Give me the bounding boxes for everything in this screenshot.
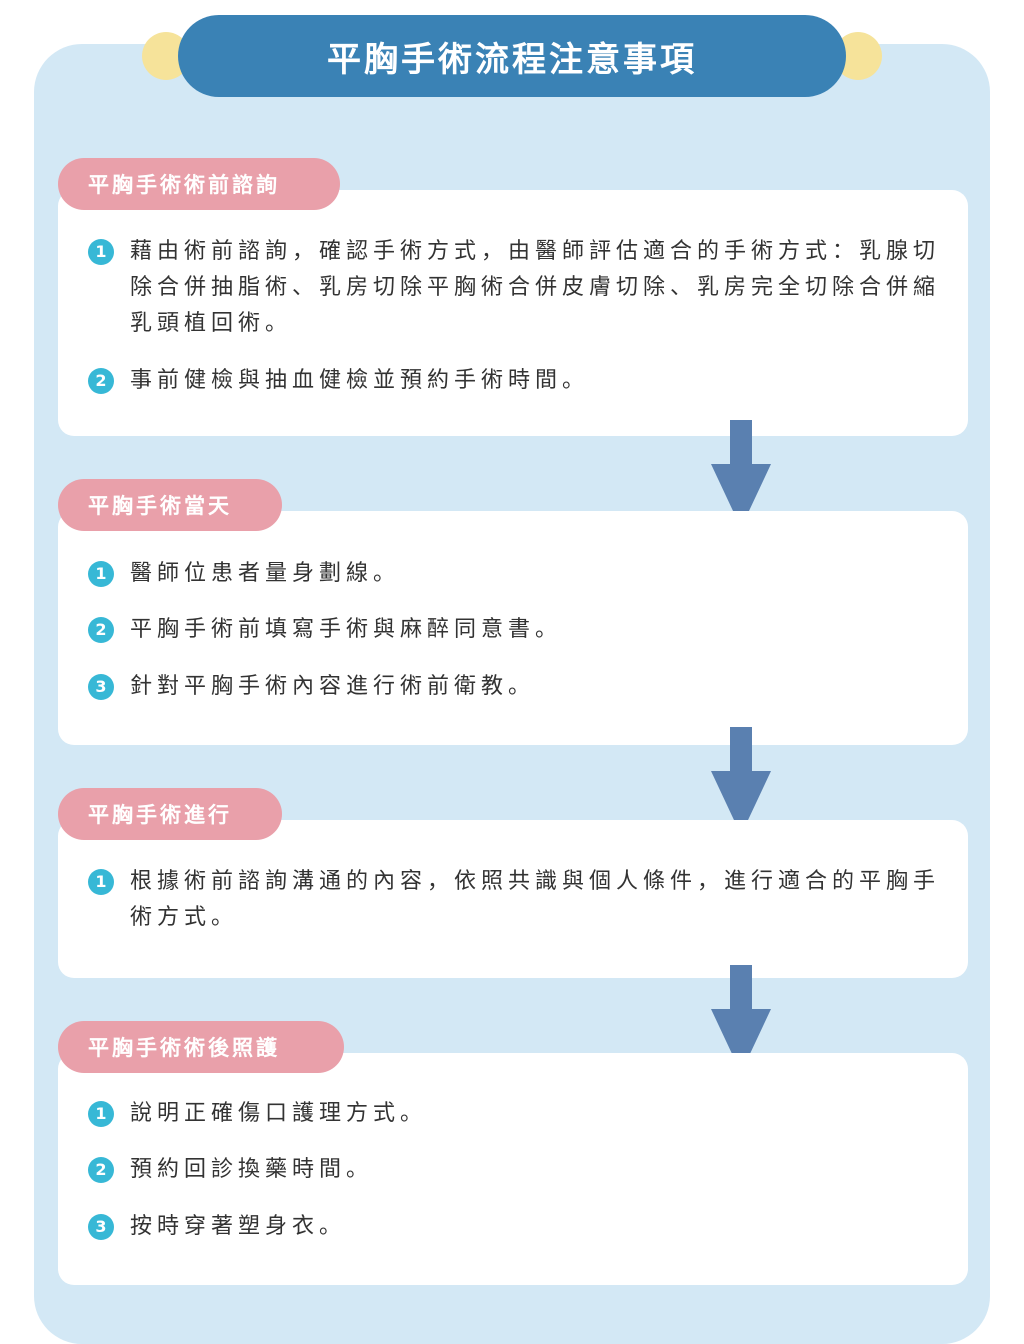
list-item-text: 按時穿著塑身衣。: [130, 1214, 347, 1239]
number-badge: 2: [88, 617, 114, 643]
section-card-post-op-care: [58, 1053, 968, 1285]
section-heading-surgery-day: 平胸手術當天: [58, 479, 282, 531]
number-badge: 2: [88, 368, 114, 394]
number-badge: 1: [88, 1101, 114, 1127]
section-heading-post-op-care: 平胸手術術後照護: [58, 1021, 344, 1073]
number-badge: 2: [88, 1157, 114, 1183]
list-item: 1 藉由術前諮詢，確認手術方式，由醫師評估適合的手術方式：乳腺切除合併抽脂術、乳…: [88, 234, 948, 342]
list-item-text: 事前健檢與抽血健檢並預約手術時間。: [130, 368, 590, 393]
page-title: 平胸手術流程注意事項: [178, 15, 846, 97]
list-item: 2 事前健檢與抽血健檢並預約手術時間。: [88, 363, 948, 399]
list-item: 2 預約回診換藥時間。: [88, 1152, 948, 1188]
list-item-text: 藉由術前諮詢，確認手術方式，由醫師評估適合的手術方式：乳腺切除合併抽脂術、乳房切…: [130, 239, 941, 336]
list-item-text: 平胸手術前填寫手術與麻醉同意書。: [130, 617, 563, 642]
down-arrow-icon: [711, 420, 771, 528]
section-heading-consultation: 平胸手術術前諮詢: [58, 158, 340, 210]
down-arrow-icon: [711, 727, 771, 835]
list-item: 2 平胸手術前填寫手術與麻醉同意書。: [88, 612, 948, 648]
number-badge: 1: [88, 561, 114, 587]
list-item-text: 針對平胸手術內容進行術前衛教。: [130, 674, 536, 699]
section-card-consultation: [58, 190, 968, 436]
list-item-text: 醫師位患者量身劃線。: [130, 561, 401, 586]
list-item: 1 說明正確傷口護理方式。: [88, 1096, 948, 1132]
number-badge: 3: [88, 674, 114, 700]
number-badge: 1: [88, 869, 114, 895]
down-arrow-icon: [711, 965, 771, 1073]
number-badge: 1: [88, 239, 114, 265]
list-item-text: 說明正確傷口護理方式。: [130, 1101, 428, 1126]
list-item: 3 針對平胸手術內容進行術前衛教。: [88, 669, 948, 705]
list-item: 3 按時穿著塑身衣。: [88, 1209, 948, 1245]
list-item-text: 根據術前諮詢溝通的內容，依照共識與個人條件，進行適合的平胸手術方式。: [130, 869, 941, 930]
list-item-text: 預約回診換藥時間。: [130, 1157, 374, 1182]
section-heading-surgery-in-progress: 平胸手術進行: [58, 788, 282, 840]
section-card-surgery-in-progress: [58, 820, 968, 978]
list-item: 1 根據術前諮詢溝通的內容，依照共識與個人條件，進行適合的平胸手術方式。: [88, 864, 948, 936]
number-badge: 3: [88, 1214, 114, 1240]
section-card-surgery-day: [58, 511, 968, 745]
list-item: 1 醫師位患者量身劃線。: [88, 556, 948, 592]
